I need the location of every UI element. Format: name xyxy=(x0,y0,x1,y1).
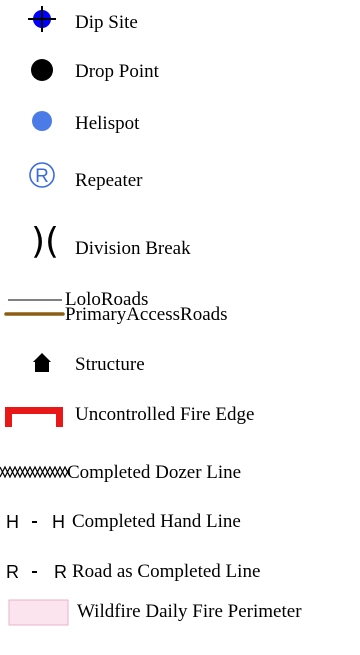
legend-item-completed-hand-line: H H Completed Hand Line xyxy=(0,502,360,542)
legend-item-wildfire-daily-fire-perimeter: Wildfire Daily Fire Perimeter xyxy=(0,592,360,632)
legend-label: Helispot xyxy=(75,113,140,134)
legend-item-dip-site: Dip Site xyxy=(0,3,360,43)
legend-label: PrimaryAccessRoads xyxy=(65,304,228,325)
legend-label: LoloRoads xyxy=(65,289,149,310)
structure-icon xyxy=(0,345,70,385)
legend-label: Uncontrolled Fire Edge xyxy=(75,404,255,425)
legend-label: Completed Hand Line xyxy=(72,511,241,532)
legend-label: Dip Site xyxy=(75,12,138,33)
wildfire-daily-fire-perimeter-icon xyxy=(0,592,70,632)
legend-label: Wildfire Daily Fire Perimeter xyxy=(77,601,302,622)
svg-text:)(: )( xyxy=(31,221,59,262)
svg-text:H: H xyxy=(52,512,65,532)
svg-text:R: R xyxy=(6,562,19,582)
svg-text:R: R xyxy=(35,166,49,187)
drop-point-icon xyxy=(0,52,70,92)
legend-label: Structure xyxy=(75,354,145,375)
lolo-roads-line-icon xyxy=(0,280,70,320)
uncontrolled-fire-edge-icon xyxy=(0,395,70,435)
svg-text:H: H xyxy=(6,512,19,532)
completed-dozer-line-icon xyxy=(0,453,70,493)
legend-item-primary-access-roads: PrimaryAccessRoads xyxy=(0,295,360,335)
legend-item-division-break: )( Division Break xyxy=(0,221,360,265)
primary-access-roads-line-icon xyxy=(0,295,70,335)
svg-text:R: R xyxy=(54,562,67,582)
legend-label: Completed Dozer Line xyxy=(67,462,242,483)
legend-item-road-as-completed-line: R R Road as Completed Line xyxy=(0,552,360,592)
helispot-icon xyxy=(0,104,70,144)
legend-item-helispot: Helispot xyxy=(0,104,360,144)
legend-label: Repeater xyxy=(75,170,143,191)
legend-item-structure: Structure xyxy=(0,345,360,385)
legend-item-drop-point: Drop Point xyxy=(0,52,360,92)
dip-site-icon xyxy=(0,3,70,43)
legend-item-uncontrolled-fire-edge: Uncontrolled Fire Edge xyxy=(0,395,360,435)
legend-label: Division Break xyxy=(75,238,191,259)
legend-label: Drop Point xyxy=(75,61,159,82)
repeater-icon: R xyxy=(0,161,70,201)
division-break-icon: )( xyxy=(0,221,70,265)
completed-hand-line-icon: H H xyxy=(0,502,70,542)
legend-item-completed-dozer-line: Completed Dozer Line xyxy=(0,453,360,493)
road-as-completed-line-icon: R R xyxy=(0,552,70,592)
legend-item-lolo-roads: LoloRoads xyxy=(0,280,360,320)
legend-item-repeater: R Repeater xyxy=(0,161,360,201)
legend-label: Road as Completed Line xyxy=(72,561,261,582)
